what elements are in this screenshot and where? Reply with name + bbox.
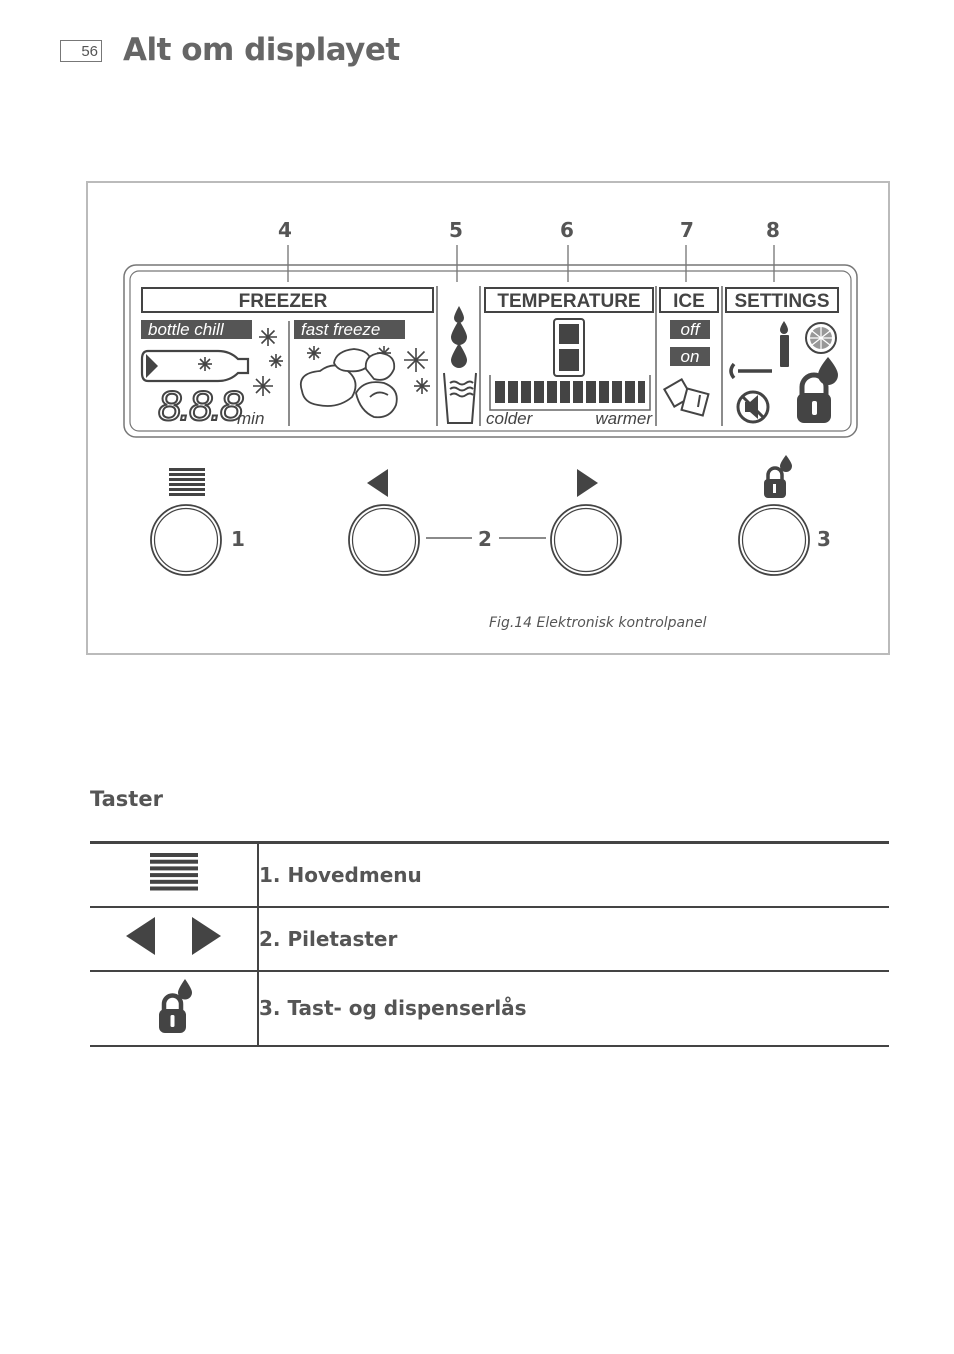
colder-label: colder xyxy=(486,409,534,428)
table-row: 2. Piletaster xyxy=(90,906,889,971)
glass-icon xyxy=(443,372,477,424)
page-title: Alt om displayet xyxy=(123,32,400,68)
ice-label: ICE xyxy=(673,291,705,312)
mute-icon xyxy=(736,390,770,424)
warmer-label: warmer xyxy=(595,409,653,428)
ice-cubes-icon xyxy=(662,377,710,417)
temperature-label: TEMPERATURE xyxy=(497,291,640,312)
table-row: 1. Hovedmenu xyxy=(90,842,889,907)
fast-freeze-label: fast freeze xyxy=(301,320,380,339)
food-icon xyxy=(299,348,398,419)
lock-drop-icon xyxy=(764,455,792,498)
icon-cell xyxy=(90,842,259,907)
button-number-2: 2 xyxy=(478,527,492,551)
min-label: min xyxy=(237,409,264,428)
menu-lines-icon xyxy=(149,853,198,891)
settings-label: SETTINGS xyxy=(734,291,829,312)
keys-table: 1. Hovedmenu 2. Piletaster 3. Tast- og d… xyxy=(90,841,889,1047)
icon-cell xyxy=(90,970,259,1046)
callout-7: 7 xyxy=(680,218,694,242)
arrow-left-right-icon xyxy=(125,917,221,955)
filter-icon xyxy=(805,322,837,354)
water-drop-icons xyxy=(451,306,467,368)
icon-cell xyxy=(90,906,259,971)
freezer-label: FREEZER xyxy=(239,291,328,312)
menu-lines-icon xyxy=(169,468,205,496)
fridge-icon xyxy=(553,318,585,377)
arrow-right-icon xyxy=(577,469,598,497)
arrow-right-button[interactable] xyxy=(550,504,622,576)
callout-5: 5 xyxy=(449,218,463,242)
callout-8: 8 xyxy=(766,218,780,242)
callout-6: 6 xyxy=(560,218,574,242)
table-row: 3. Tast- og dispenserlås xyxy=(90,970,889,1046)
control-panel-diagram: 4 5 6 7 8 FREEZER xyxy=(123,218,858,631)
ice-on-label: on xyxy=(681,347,700,366)
bottle-icon xyxy=(140,349,250,383)
page-number: 56 xyxy=(60,40,102,62)
arrow-left-icon xyxy=(367,469,388,497)
figure-caption: Fig.14 Elektronisk kontrolpanel xyxy=(489,615,707,631)
control-panel-figure: 4 5 6 7 8 FREEZER xyxy=(86,181,890,655)
candle-icon xyxy=(780,321,789,367)
timer-digits: 8.8.8 xyxy=(158,382,244,429)
wrench-icon xyxy=(729,362,772,380)
section-title: Taster xyxy=(90,787,163,811)
temperature-bar xyxy=(489,375,651,411)
ice-off-label: off xyxy=(681,320,702,339)
drop-icon xyxy=(818,357,838,385)
callout-lines xyxy=(287,245,775,282)
button-number-1: 1 xyxy=(231,527,245,551)
callout-4: 4 xyxy=(278,218,292,242)
key-label: 2. Piletaster xyxy=(259,926,398,951)
arrow-left-button[interactable] xyxy=(348,504,420,576)
key-label: 3. Tast- og dispenserlås xyxy=(259,996,527,1020)
bottle-chill-label: bottle chill xyxy=(148,320,225,339)
key-label: 1. Hovedmenu xyxy=(259,862,422,887)
main-menu-button[interactable] xyxy=(150,504,222,576)
lock-button[interactable] xyxy=(738,504,810,576)
lock-drop-icon xyxy=(158,978,192,1033)
lcd-display: FREEZER bottle chill fast freeze xyxy=(123,264,858,438)
lock-icon xyxy=(797,372,831,423)
button-number-3: 3 xyxy=(817,527,831,551)
